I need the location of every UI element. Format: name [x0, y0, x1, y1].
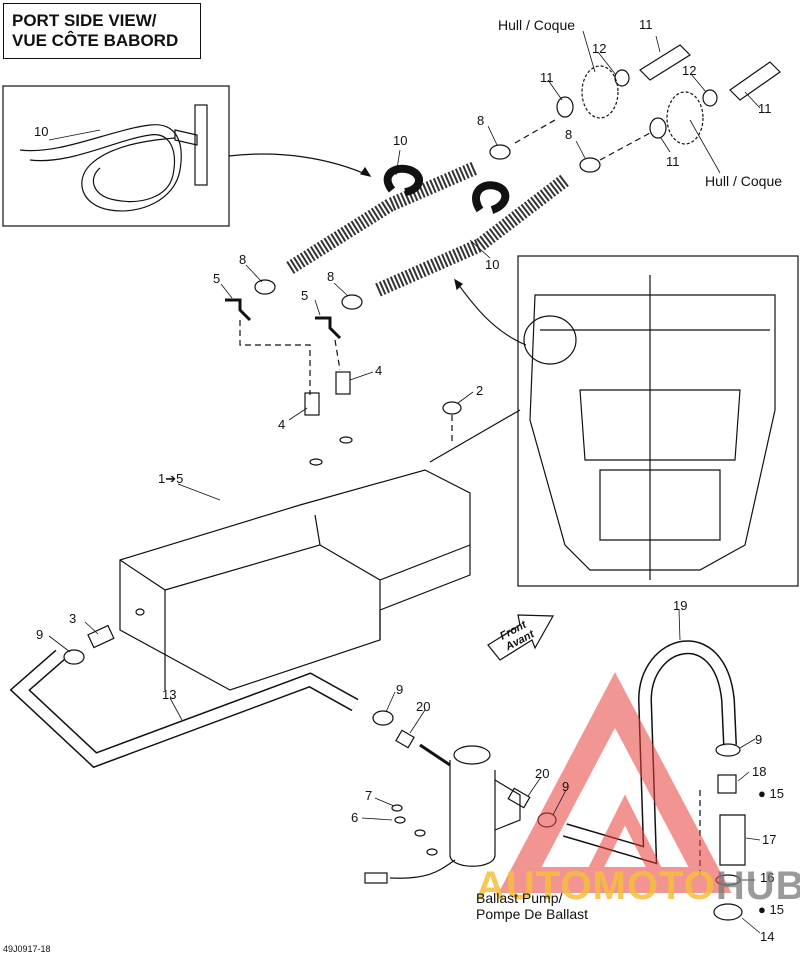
callout-9: 9	[396, 682, 404, 697]
callout-9: 9	[755, 732, 763, 747]
callout-9: 9	[562, 779, 570, 794]
callout-10: 10	[485, 257, 500, 272]
view-title-box: PORT SIDE VIEW/ VUE CÔTE BABORD	[3, 3, 201, 59]
inset-box	[517, 255, 799, 587]
callout-11: 11	[666, 154, 680, 169]
hull-plate-b	[666, 91, 704, 145]
fitting-18	[717, 774, 737, 794]
callout-20: 20	[535, 766, 550, 781]
corrugated-hose-lower	[375, 174, 570, 297]
inset-detail-circle	[523, 315, 577, 365]
drain-plug-14	[713, 903, 743, 921]
callout-19: 19	[673, 598, 688, 613]
callout-8: 8	[239, 252, 247, 267]
ballast-pump-label-line2: Pompe De Ballast	[476, 906, 589, 922]
elbow-5-a	[225, 298, 252, 322]
detail-hose-10	[19, 124, 182, 212]
callout-20: 20	[416, 699, 431, 714]
callout-12: 12	[682, 63, 697, 78]
view-title-line2: VUE CÔTE BABORD	[12, 31, 179, 50]
view-title-line1: PORT SIDE VIEW/	[12, 11, 157, 30]
fitting-4-a	[304, 392, 320, 416]
clamp-9-a	[63, 649, 85, 665]
tee-fitting-17	[719, 814, 746, 866]
ballast-tank	[119, 469, 471, 691]
fitting-4-b	[335, 371, 351, 395]
callout-15-text: 15	[769, 786, 784, 801]
clamp-9-b	[372, 710, 394, 726]
sealant-drop-icon: ●	[758, 786, 766, 801]
sealant-drop-icon: ●	[758, 902, 766, 917]
fitting-20-a	[395, 729, 415, 749]
callout-17: 17	[762, 832, 777, 847]
callout-15: ● 15	[758, 903, 784, 917]
callout-11: 11	[758, 101, 772, 116]
callout-6: 6	[351, 810, 359, 825]
callout-10: 10	[34, 124, 49, 139]
hull-fitting-11-b	[649, 117, 667, 139]
callout-4: 4	[278, 417, 286, 432]
callout-8: 8	[477, 113, 485, 128]
callout-8: 8	[565, 127, 573, 142]
clamp-8-b	[341, 294, 363, 310]
callout-9: 9	[36, 627, 44, 642]
callout-8: 8	[327, 269, 335, 284]
callout-7: 7	[365, 788, 373, 803]
watermark-logo	[498, 672, 732, 893]
fitting-3	[87, 624, 115, 649]
callout-2: 2	[476, 383, 484, 398]
callout-11: 11	[639, 17, 653, 32]
hull-connector-11-a	[639, 44, 691, 81]
callout-5: 5	[301, 288, 309, 303]
callout-16: 16	[760, 870, 775, 885]
cap-2	[442, 401, 462, 415]
callout-5: 5	[213, 271, 221, 286]
callout-15: ● 15	[758, 787, 784, 801]
ballast-pump-label: Ballast Pump/ Pompe De Ballast	[476, 890, 588, 922]
hull-connector-11-b	[729, 61, 781, 101]
pump-connector	[364, 872, 388, 884]
callout-3: 3	[69, 611, 77, 626]
callout-4: 4	[375, 363, 383, 378]
clamp-8-a	[254, 279, 276, 295]
callout-14: 14	[760, 929, 775, 944]
hull-label-top: Hull / Coque	[498, 17, 576, 33]
hull-fitting-11-a	[556, 96, 574, 118]
callout-12: 12	[592, 41, 607, 56]
front-arrow	[487, 614, 555, 661]
watermark-text-part1: AUTOMOTO	[476, 864, 716, 908]
hull-label-right: Hull / Coque	[705, 173, 783, 189]
watermark-text-part2: HUB	[715, 864, 800, 908]
clamp-9-d	[715, 743, 741, 757]
clamp-8-c	[489, 144, 511, 160]
ballast-pump	[449, 760, 496, 867]
corrugated-hose-upper	[286, 161, 478, 274]
callout-11: 11	[540, 70, 554, 85]
hull-plate-a	[581, 65, 619, 119]
callout-1-to-5: 1➔5	[158, 471, 184, 486]
elbow-5-b	[315, 316, 342, 340]
callout-18: 18	[752, 764, 767, 779]
callout-13: 13	[162, 687, 177, 702]
callout-10: 10	[393, 133, 408, 148]
ballast-pump-label-line1: Ballast Pump/	[476, 890, 563, 906]
watermark-text: AUTOMOTOHUB	[476, 866, 800, 906]
diagram-reference-code: 49J0917-18	[3, 944, 51, 954]
callout-15-text: 15	[769, 902, 784, 917]
clamp-8-d	[579, 157, 601, 173]
fitting-20-b	[507, 787, 531, 809]
